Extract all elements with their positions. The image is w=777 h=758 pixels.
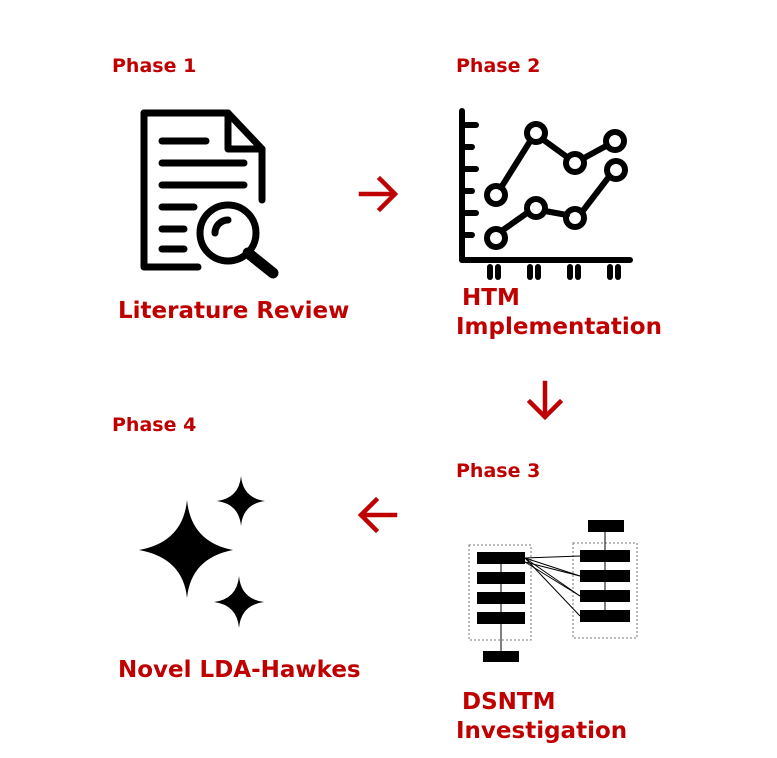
phase-2-label: Phase 2 [456,55,541,77]
arrow-left-icon [356,494,398,536]
phase-4-label: Phase 4 [112,414,197,436]
line-chart-icon [450,105,640,285]
phase-3-label: Phase 3 [456,460,541,482]
phase-4-title: Novel LDA-Hawkes [118,657,361,683]
phase-2-title-line-2: Implementation [456,314,662,340]
phase-1-title: Literature Review [118,298,350,324]
arrow-right-icon [358,173,400,215]
document-search-icon [130,105,290,285]
phase-2-title-line-1: HTM [462,285,520,311]
phase-1-label: Phase 1 [112,55,197,77]
phase-3-title-line-2: Investigation [456,718,628,744]
sparkles-icon [135,470,275,630]
neural-network-icon [465,515,645,665]
phase-3-title-line-1: DSNTM [462,689,556,715]
arrow-down-icon [524,380,566,422]
